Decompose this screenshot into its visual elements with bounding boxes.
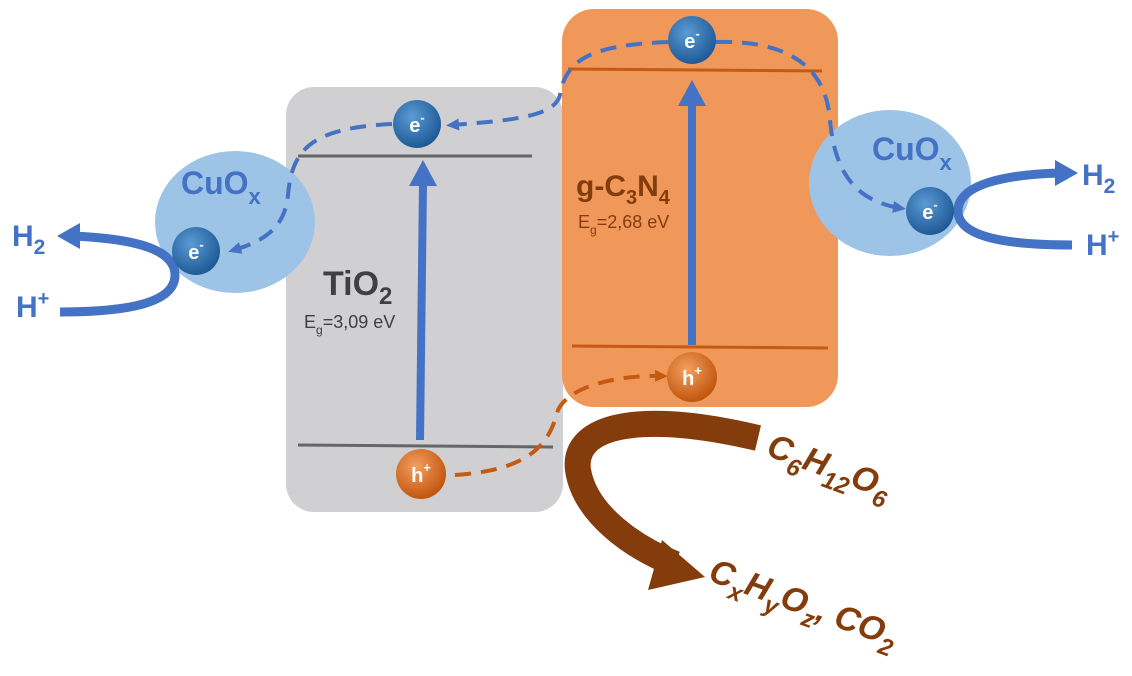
electron-gc3n4-cb: e- — [668, 16, 716, 64]
svg-text:e-: e- — [409, 110, 424, 137]
svg-text:e-: e- — [922, 197, 937, 224]
electron-transfer-path-gc3n4-to-tio2 — [446, 40, 669, 131]
gc3n4-box — [562, 9, 838, 407]
tio2-excitation-arrowhead — [409, 160, 437, 186]
hole-gc3n4-vb: h+ — [667, 352, 717, 402]
gc3n4-bandgap: Eg=2,68 eV — [578, 212, 669, 237]
hole-tio2-vb: h+ — [396, 449, 446, 499]
hole-transfer-path — [454, 369, 668, 477]
tio2-excitation-arrow — [416, 181, 427, 441]
electron-cuox-left: e- — [172, 227, 220, 275]
tio2-label: TiO2 — [323, 265, 392, 310]
gc3n4-excitation-arrowhead — [678, 80, 706, 106]
oxidation-products-label: CxHyOz, CO2 — [702, 552, 904, 663]
electron-transfer-path-tio2-to-cuox-left — [228, 122, 393, 254]
left-h2-label: H2 — [12, 220, 45, 259]
electron-transfer-path-gc3n4-to-cuox-right — [715, 39, 906, 213]
gc3n4-valence-band — [571, 344, 829, 350]
svg-text:h+: h+ — [411, 460, 431, 487]
glucose-oxidation-arrowhead — [648, 540, 705, 590]
left-reduction-arrow — [59, 231, 180, 317]
gc3n4-label: g-C3N4 — [576, 170, 671, 209]
right-hplus-label: H+ — [1086, 226, 1119, 262]
cuox-left-label: CuOx — [181, 165, 262, 209]
svg-text:e-: e- — [188, 237, 203, 264]
svg-text:h+: h+ — [682, 363, 702, 390]
gc3n4-conduction-band — [567, 67, 823, 73]
right-h2-label: H2 — [1082, 159, 1115, 198]
right-reduction-arrowhead — [1055, 160, 1078, 186]
glucose-label: C6H12O6 — [760, 427, 898, 515]
electron-tio2-cb: e- — [393, 100, 441, 148]
svg-text:e-: e- — [684, 26, 699, 53]
cuox-right-label: CuOx — [872, 131, 953, 175]
tio2-bandgap: Eg=3,09 eV — [304, 312, 395, 337]
tio2-valence-band — [297, 443, 554, 449]
left-hplus-label: H+ — [16, 288, 49, 324]
glucose-oxidation-arrow — [564, 410, 761, 577]
right-reduction-arrow — [953, 168, 1073, 250]
electron-cuox-right: e- — [906, 187, 954, 235]
left-reduction-arrowhead — [57, 223, 80, 249]
